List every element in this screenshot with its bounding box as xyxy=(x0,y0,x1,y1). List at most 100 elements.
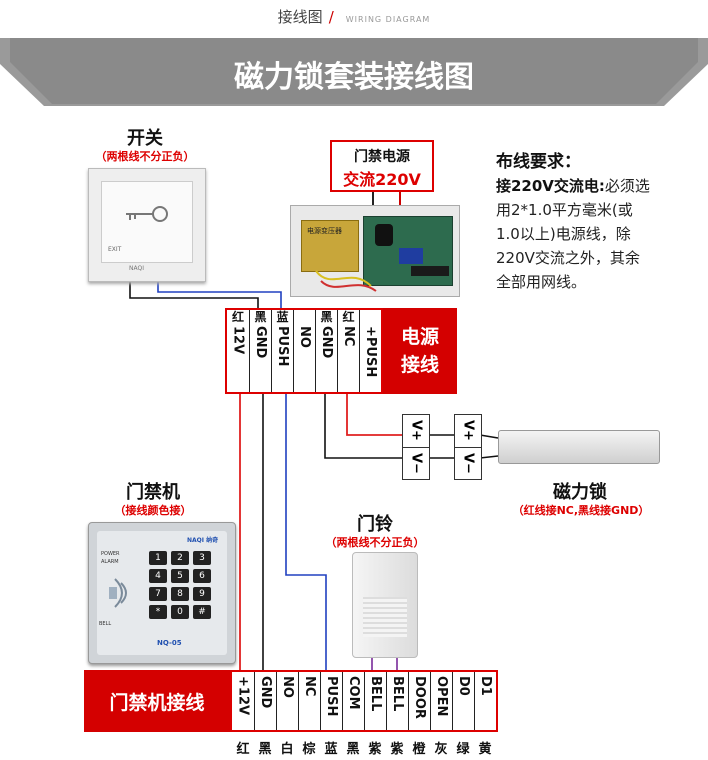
access-terminal: COM xyxy=(342,672,364,730)
access-terminal-name: OPEN xyxy=(434,676,449,717)
keypad-key[interactable]: 8 xyxy=(171,587,189,601)
doorbell xyxy=(352,552,418,658)
access-terminal: GND xyxy=(254,672,276,730)
power-title-box: 门禁电源 交流220V xyxy=(330,140,434,192)
req-line1-bold: 接220V交流电: xyxy=(496,177,605,195)
access-title: 门禁机 xyxy=(126,482,180,503)
wire-color: 紫 xyxy=(390,742,404,757)
access-terminal-name: NC xyxy=(302,676,317,697)
switch-title: 开关 xyxy=(127,128,163,149)
relay xyxy=(399,248,423,264)
access-terminal: NO xyxy=(276,672,298,730)
keypad-key[interactable]: 2 xyxy=(171,551,189,565)
access-terminal: D0 xyxy=(452,672,474,730)
keypad-key[interactable]: 3 xyxy=(193,551,211,565)
power-title-line1: 门禁电源 xyxy=(354,149,410,165)
bell-button-label: BELL xyxy=(99,621,112,627)
req-title: 布线要求： xyxy=(496,152,581,172)
access-terminal-name: GND xyxy=(258,676,273,709)
access-terminals: +12V GND NO NC PUSH COM BELL BELL DOOR O… xyxy=(230,670,498,732)
power-terminal-name: 12V xyxy=(230,326,246,355)
wire-color: 红 xyxy=(236,742,250,757)
wire-color: 橙 xyxy=(412,742,426,757)
switch-wire-blue xyxy=(157,276,282,310)
power-board-label: 电源变压器 xyxy=(307,227,342,235)
capacitor xyxy=(375,224,393,246)
power-terminal-name: NO xyxy=(297,326,312,348)
power-title-line2: 交流220V xyxy=(343,170,421,189)
power-wiring-label: 电源 接线 xyxy=(383,308,457,394)
keypad-key[interactable]: 5 xyxy=(171,569,189,583)
wire-nc-red xyxy=(346,394,402,436)
power-terminal-color: 黑 xyxy=(320,310,333,324)
switch-wire-black xyxy=(129,276,259,310)
keypad-key[interactable]: 6 xyxy=(193,569,211,583)
access-note: （接线颜色接） xyxy=(114,504,192,517)
keypad-key[interactable]: 9 xyxy=(193,587,211,601)
switch-brand: NAQI xyxy=(129,265,144,272)
power-supply-unit: 电源变压器 xyxy=(290,205,460,297)
power-terminal-color: 黑 xyxy=(254,310,267,324)
access-terminal-strip: 门禁机接线 +12V GND NO NC PUSH COM BELL BELL … xyxy=(84,670,498,732)
access-terminal-name: COM xyxy=(346,676,361,710)
power-terminal: +PUSH xyxy=(359,310,381,392)
wire-color: 棕 xyxy=(302,742,316,757)
wire-color: 黑 xyxy=(346,742,360,757)
power-terminal-name: GND xyxy=(319,326,334,359)
access-terminal: OPEN xyxy=(430,672,452,730)
access-terminal: NC xyxy=(298,672,320,730)
wire-gnd2-black xyxy=(324,394,402,459)
wire-color: 白 xyxy=(280,742,294,757)
vplus-label: V+ xyxy=(403,415,429,448)
power-terminal-name: +PUSH xyxy=(363,326,378,378)
access-brand: NAQI 纳奇 xyxy=(187,537,219,544)
keypad-key[interactable]: 4 xyxy=(149,569,167,583)
access-terminal-name: NO xyxy=(280,676,295,698)
power-terminal-color xyxy=(360,310,381,324)
wire-push-blue xyxy=(285,394,327,670)
header: 接线图/WIRING DIAGRAM xyxy=(0,6,708,27)
vminus-label: V− xyxy=(460,452,476,474)
access-model: NQ-05 xyxy=(157,639,182,647)
wire-color: 蓝 xyxy=(324,742,338,757)
access-terminal: PUSH xyxy=(320,672,342,730)
header-title: 接线图 xyxy=(277,8,323,26)
access-terminal: D1 xyxy=(474,672,496,730)
access-terminal-name: D0 xyxy=(456,676,471,696)
access-controller: POWER ALARM NAQI 纳奇 BELL 1 2 3 4 5 6 7 8… xyxy=(88,522,236,664)
wire-lock-bottom xyxy=(479,455,499,459)
transformer xyxy=(301,220,359,272)
wire-color: 黑 xyxy=(258,742,272,757)
req-line1-rest: 必须选 xyxy=(604,177,650,195)
alarm-led-label: ALARM xyxy=(101,559,119,565)
keypad-key[interactable]: 7 xyxy=(149,587,167,601)
req-line5: 全部用网线。 xyxy=(496,273,587,291)
bell-title: 门铃 xyxy=(357,514,393,535)
wire-lock-top xyxy=(479,434,499,439)
keypad-key[interactable]: 1 xyxy=(149,551,167,565)
req-line3: 1.0以上)电源线，除 xyxy=(496,225,631,243)
vminus-label: V− xyxy=(408,452,424,474)
keypad-key[interactable]: # xyxy=(193,605,211,619)
keypad: 1 2 3 4 5 6 7 8 9 * 0 # xyxy=(149,551,221,619)
access-terminal: +12V xyxy=(232,672,254,730)
keypad-key[interactable]: 0 xyxy=(171,605,189,619)
access-terminal: BELL xyxy=(386,672,408,730)
power-internal-wires xyxy=(315,270,377,292)
switch-exit-label: EXIT xyxy=(108,246,122,253)
header-divider: / xyxy=(328,8,334,26)
maglock-title: 磁力锁 xyxy=(553,482,607,503)
access-terminal-name: BELL xyxy=(390,676,405,712)
power-terminal-color xyxy=(294,310,315,324)
wiring-requirements: 布线要求： 接220V交流电:必须选 用2*1.0平方毫米(或 1.0以上)电源… xyxy=(496,150,701,294)
power-led-label: POWER xyxy=(101,551,120,557)
wire-color-row: 红 黑 白 棕 蓝 黑 紫 紫 橙 灰 绿 黄 xyxy=(232,738,496,757)
wire-color: 黄 xyxy=(478,742,492,757)
keypad-key[interactable]: * xyxy=(149,605,167,619)
power-wiring-label-line2: 接线 xyxy=(400,354,439,376)
access-wiring-label: 门禁机接线 xyxy=(84,670,230,732)
req-line4: 220V交流之外，其余 xyxy=(496,249,640,267)
switch-plate: EXIT xyxy=(101,181,193,263)
